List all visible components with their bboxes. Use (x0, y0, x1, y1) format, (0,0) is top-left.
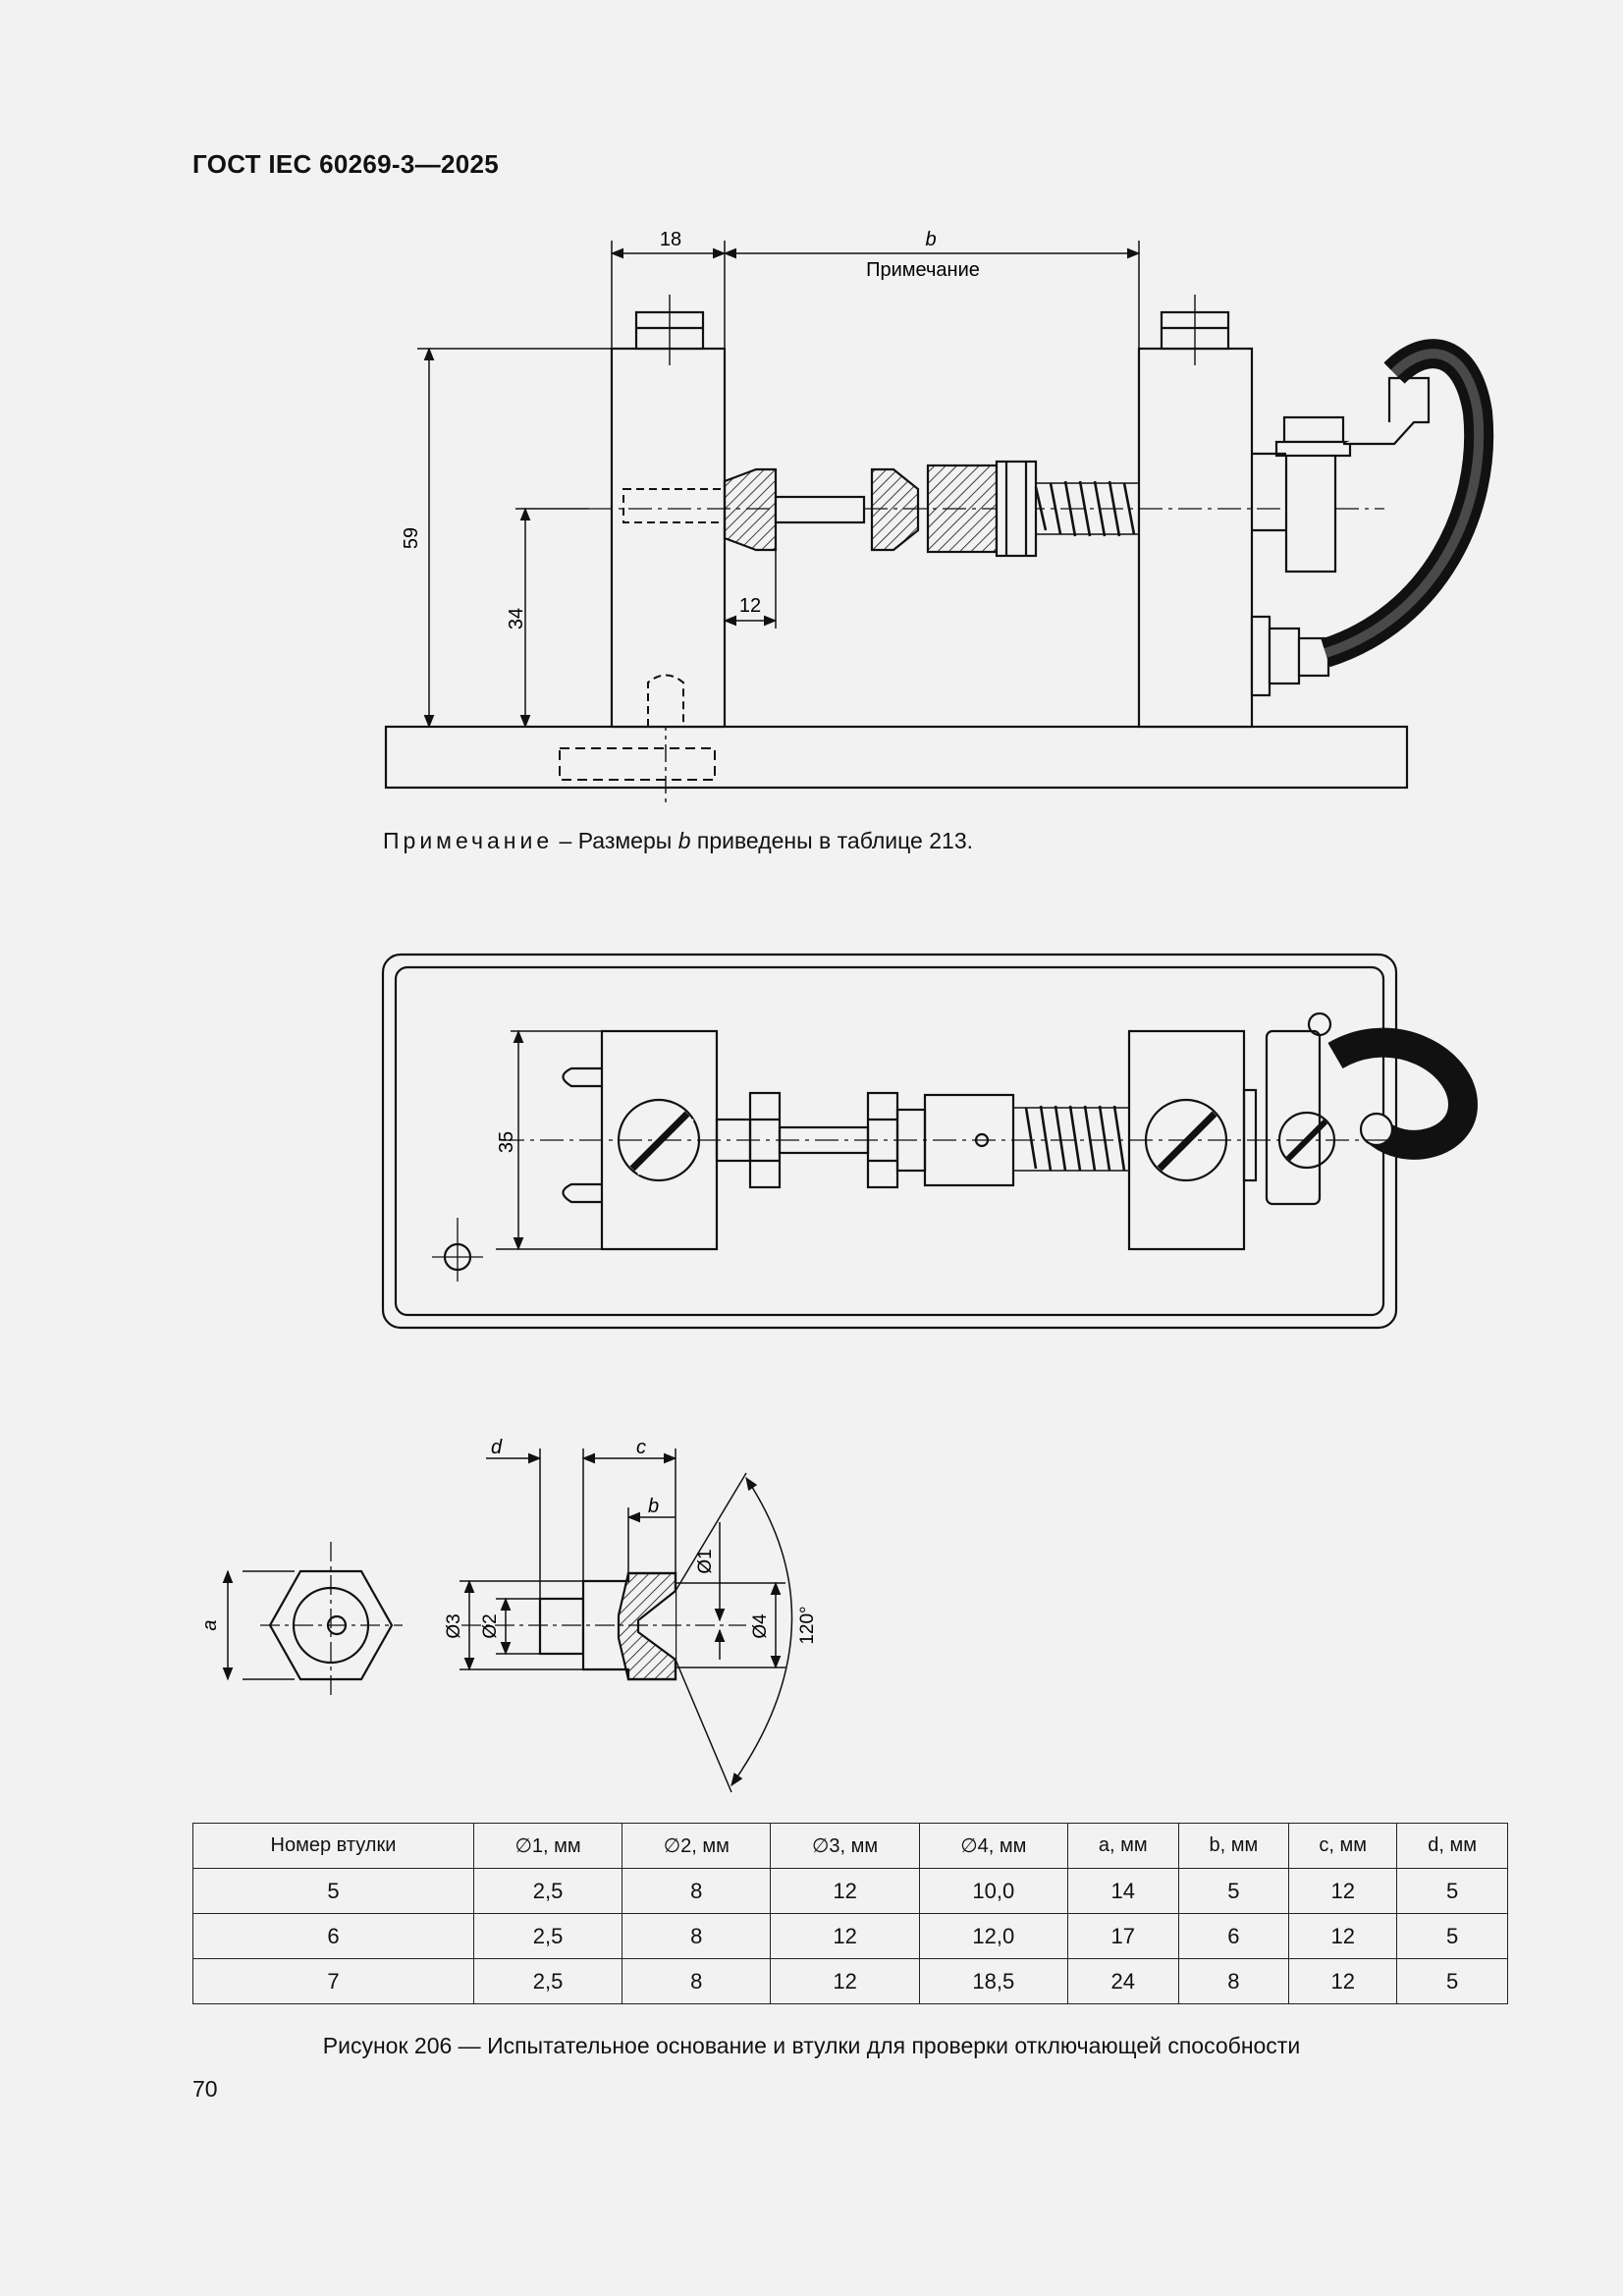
side-view (384, 295, 1494, 805)
table-cell: 8 (622, 1958, 772, 2004)
table-cell: 10,0 (918, 1868, 1068, 1914)
spring-side (1034, 480, 1139, 537)
table-cell: 12,0 (918, 1913, 1068, 1959)
dim-12: 12 (739, 595, 761, 617)
col-o2: ∅2, мм (622, 1823, 772, 1869)
table-header-row: Номер втулки ∅1, мм ∅2, мм ∅3, мм ∅4, мм… (192, 1823, 1508, 1869)
table-cell: 12 (770, 1913, 920, 1959)
left-block (610, 347, 727, 729)
dim-b: b (925, 229, 936, 250)
side-view-dimensions (417, 241, 1141, 729)
col-a: a, мм (1066, 1823, 1179, 1869)
table-cell: 18,5 (918, 1958, 1068, 2004)
dim-o4: Ø4 (750, 1613, 771, 1639)
table-cell: 5 (1177, 1868, 1290, 1914)
table-row: 6 2,5 8 12 12,0 17 6 12 5 (192, 1913, 1508, 1959)
table-cell: 8 (622, 1913, 772, 1959)
col-sleeve-number: Номер втулки (192, 1823, 474, 1869)
table-row: 5 2,5 8 12 10,0 14 5 12 5 (192, 1868, 1508, 1914)
note-text-1: – Размеры (553, 828, 678, 853)
table-cell: 2,5 (472, 1958, 623, 2004)
table-cell: 8 (622, 1868, 772, 1914)
page-number: 70 (192, 2076, 218, 2102)
top-view (381, 953, 1479, 1330)
figure-caption: Рисунок 206 — Испытательное основание и … (322, 2033, 1301, 2058)
table-cell: 5 (1396, 1868, 1508, 1914)
table-cell: 12 (770, 1958, 920, 2004)
table-cell: 14 (1066, 1868, 1179, 1914)
table-cell: 12 (1288, 1868, 1398, 1914)
note-text-2: приведены в таблице 213. (690, 828, 973, 853)
sleeve-dimensions-table: Номер втулки ∅1, мм ∅2, мм ∅3, мм ∅4, мм… (192, 1823, 1508, 2004)
dim-b-note: Примечание (866, 259, 980, 281)
note-var: b (677, 828, 691, 853)
table-cell: 5 (1396, 1913, 1508, 1959)
dim-c: c (636, 1437, 646, 1458)
dim-o3: Ø3 (444, 1613, 464, 1638)
table-cell: 6 (192, 1913, 474, 1959)
table-cell: 8 (1177, 1958, 1290, 2004)
dim-o2: Ø2 (480, 1613, 501, 1638)
dim-59: 59 (401, 527, 422, 549)
col-b: b, мм (1177, 1823, 1290, 1869)
dim-35: 35 (496, 1131, 517, 1153)
dim-sleeve-b: b (648, 1496, 659, 1517)
dim-18: 18 (660, 229, 681, 250)
table-row: 7 2,5 8 12 18,5 24 8 12 5 (192, 1958, 1508, 2004)
figure-note: Примечание – Размеры b приведены в табли… (383, 828, 973, 854)
dim-angle: 120° (797, 1606, 818, 1644)
dim-a: a (199, 1619, 221, 1630)
table-cell: 2,5 (472, 1868, 623, 1914)
right-block (1137, 347, 1254, 729)
dim-o1: Ø1 (695, 1549, 716, 1573)
col-c: c, мм (1288, 1823, 1398, 1869)
sleeve-dimensions (222, 1449, 793, 1793)
table-cell: 24 (1066, 1958, 1179, 2004)
dim-34: 34 (506, 608, 527, 629)
table-cell: 7 (192, 1958, 474, 2004)
dim-d: d (491, 1437, 503, 1458)
col-d: d, мм (1396, 1823, 1508, 1869)
note-prefix: Примечание (383, 828, 554, 853)
sleeve-detail (260, 1542, 746, 1699)
table-cell: 6 (1177, 1913, 1290, 1959)
top-view-dimensions (496, 1029, 602, 1251)
table-cell: 12 (770, 1868, 920, 1914)
base-plate (384, 725, 1409, 790)
document-header: ГОСТ IEC 60269-3—2025 (192, 149, 499, 179)
table-cell: 17 (1066, 1913, 1179, 1959)
table-cell: 12 (1288, 1913, 1398, 1959)
col-o3: ∅3, мм (770, 1823, 920, 1869)
table-cell: 12 (1288, 1958, 1398, 2004)
col-o4: ∅4, мм (918, 1823, 1068, 1869)
col-o1: ∅1, мм (472, 1823, 623, 1869)
table-cell: 5 (192, 1868, 474, 1914)
table-cell: 5 (1396, 1958, 1508, 2004)
table-cell: 2,5 (472, 1913, 623, 1959)
